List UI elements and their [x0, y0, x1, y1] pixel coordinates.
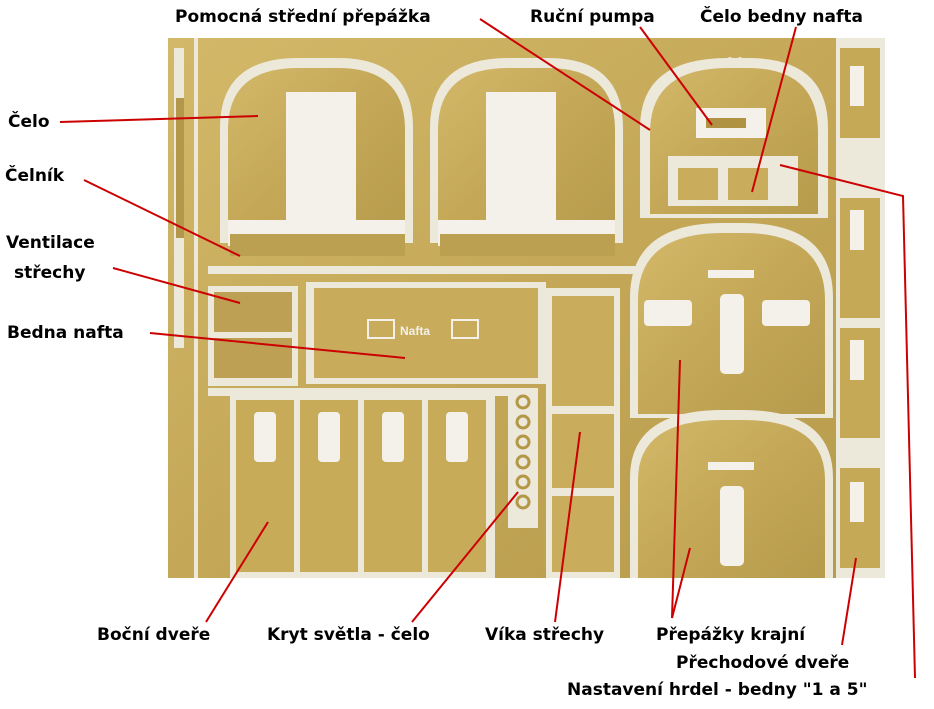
- etched-brass-fret-photo: Nafta: [168, 38, 885, 578]
- label-vika-strechy: Víka střechy: [485, 625, 605, 645]
- nafta-engraving: Nafta: [400, 324, 430, 338]
- prechodove-dvere-column: [840, 48, 880, 568]
- kryt-svetla-parts: [508, 388, 538, 528]
- label-celo: Čelo: [8, 112, 50, 132]
- label-nastaveni-hrdel: Nastavení hrdel - bedny "1 a 5": [567, 680, 868, 700]
- label-prechodove-dvere: Přechodové dveře: [676, 653, 850, 673]
- label-bocni-dvere: Boční dveře: [97, 625, 211, 645]
- label-rucni-pumpa: Ruční pumpa: [530, 7, 655, 27]
- celo-panel-1: [220, 58, 413, 256]
- label-celo-bedny-nafta: Čelo bedny nafta: [700, 7, 863, 27]
- pomocna-prepazka: [640, 57, 828, 218]
- label-pomocna-stredni-prepazka: Pomocná střední přepážka: [175, 7, 431, 27]
- celo-panel-2: [430, 58, 623, 256]
- ventilace-strechy-parts: [208, 286, 298, 386]
- vika-strechy-parts: [546, 288, 620, 578]
- label-celnik: Čelník: [5, 166, 65, 186]
- label-prepazky-krajni: Přepážky krajní: [656, 625, 806, 645]
- label-ventilace-line2: střechy: [14, 263, 86, 283]
- label-ventilace-line1: Ventilace: [6, 233, 95, 253]
- label-kryt-svetla: Kryt světla - čelo: [267, 625, 430, 645]
- bocni-dvere-parts: [230, 394, 495, 578]
- bedna-nafta-part: Nafta: [306, 282, 546, 384]
- label-bedna-nafta: Bedna nafta: [7, 323, 124, 343]
- prepazky-krajni-parts: [630, 223, 833, 578]
